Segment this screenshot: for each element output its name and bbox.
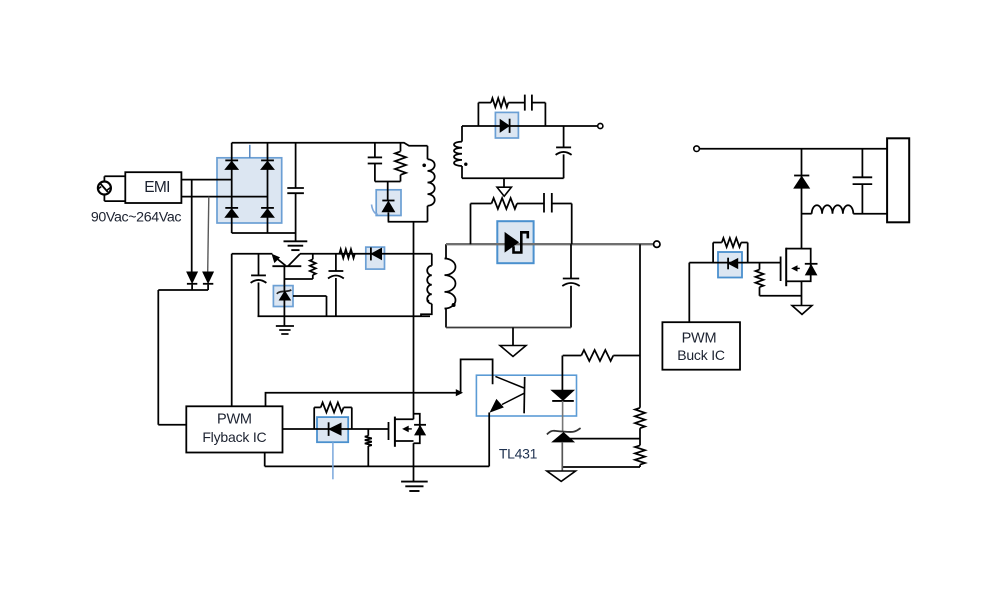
svg-text:Buck IC: Buck IC [677, 347, 725, 363]
svg-text:TL431: TL431 [499, 445, 538, 461]
svg-text:PWM: PWM [682, 331, 717, 347]
svg-text:PWM: PWM [217, 411, 252, 427]
svg-text:90Vac~264Vac: 90Vac~264Vac [91, 210, 182, 226]
svg-text:EMI: EMI [144, 179, 169, 196]
svg-text:Flyback IC: Flyback IC [202, 429, 266, 445]
